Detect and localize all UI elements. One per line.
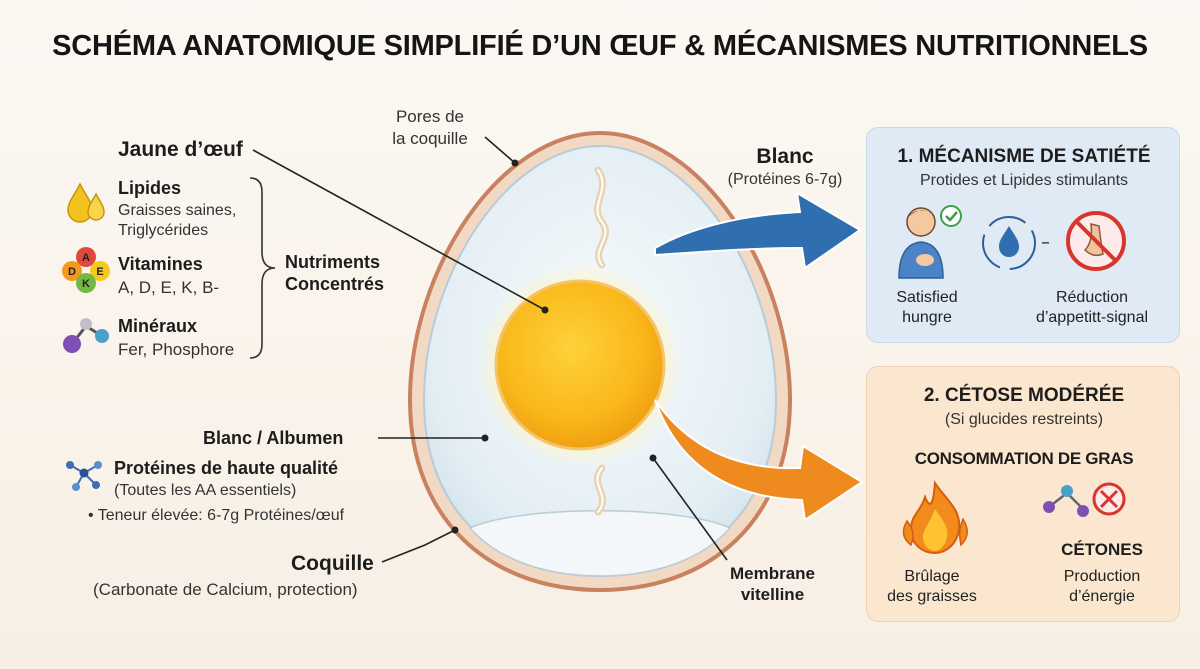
satisfied-person-icon: [898, 205, 962, 279]
molecule-icon: [63, 318, 109, 353]
lipides-desc-1: Graisses saines,: [118, 202, 237, 219]
satiety-sub: Protides et Lipides stimulants: [919, 172, 1129, 189]
ketosis-sub: (Si glucides restreints): [944, 411, 1104, 428]
air-cell: [468, 510, 732, 577]
page-title: SCHÉMA ANATOMIQUE SIMPLIFIÉ D’UN ŒUF & M…: [52, 30, 1148, 62]
coquille-sub: (Carbonate de Calcium, protection): [93, 580, 358, 599]
vitamin-letter-a: A: [82, 252, 90, 264]
fat-consumption-heading: CONSOMMATION DE GRAS: [914, 449, 1134, 468]
vitamin-letter-k: K: [82, 278, 90, 290]
proteines-sub: (Toutes les AA essentiels): [114, 482, 297, 499]
energy-label-1: Production: [1063, 568, 1141, 585]
flame-icon: [902, 480, 968, 555]
vitamin-letter-e: E: [96, 266, 103, 278]
blanc-label: Blanc (Protéines 6-7g): [715, 145, 855, 189]
pores-label: Pores de la coquille: [375, 106, 485, 150]
energy-label: Production d’énergie: [1017, 567, 1187, 607]
blue-arrow: [654, 191, 862, 270]
ketone-molecule-icon: [1043, 482, 1126, 517]
nutriments-label-1: Nutriments: [285, 252, 381, 272]
vitamines-title: Vitamines: [118, 254, 203, 274]
leader-yolk: [252, 149, 546, 311]
leader-coquille: [381, 529, 456, 563]
coquille-title: Coquille: [291, 552, 374, 575]
pores-label-1: Pores de: [395, 107, 465, 126]
blanc-title: Blanc: [756, 145, 814, 168]
membrane-label-2: vitelline: [740, 585, 805, 604]
vitamins-icon: A D E K: [62, 247, 110, 293]
fat-burning-label: Brûlage des graisses: [867, 567, 997, 607]
albumen-title: Blanc / Albumen: [203, 428, 344, 448]
vitamin-letter-d: D: [68, 266, 76, 278]
ketosis-panel: 2. CÉTOSE MODÉRÉE (Si glucides restreint…: [866, 366, 1180, 622]
orange-arrow: [654, 399, 864, 522]
reduction-label-2: d’appetitt-signal: [1035, 309, 1149, 326]
satisfied-label-1: Satisfied: [896, 289, 958, 306]
lipides-title: Lipides: [118, 178, 182, 198]
membrane-label: Membrane vitelline: [710, 563, 835, 605]
teneur-text: • Teneur élevée: 6-7g Protéines/œuf: [88, 507, 345, 524]
oil-drops-icon: [67, 182, 105, 223]
lipides-desc-2: Triglycérides: [118, 222, 209, 239]
brace: [249, 177, 276, 359]
ketosis-title: 2. CÉTOSE MODÉRÉE: [923, 385, 1125, 406]
satisfied-label-2: hungre: [902, 309, 952, 326]
svg-text:→: →: [1041, 233, 1049, 252]
membrane-label-1: Membrane: [729, 564, 816, 583]
blanc-sub: (Protéines 6-7g): [727, 171, 843, 188]
energy-label-2: d’énergie: [1069, 588, 1135, 605]
mineraux-desc: Fer, Phosphore: [118, 340, 235, 359]
protein-molecule-icon: [66, 461, 102, 491]
pores-label-2: la coquille: [392, 129, 468, 148]
reduction-label: Réduction d’appetitt-signal: [1007, 288, 1177, 328]
mineraux-title: Minéraux: [118, 316, 198, 336]
satiety-panel: 1. MÉCANISME DE SATIÉTÉ Protides et Lipi…: [866, 127, 1180, 343]
no-smell-icon: [1066, 211, 1126, 271]
yolk-title: Jaune d’œuf: [118, 138, 243, 161]
satiety-title: 1. MÉCANISME DE SATIÉTÉ: [897, 146, 1151, 167]
appetite-cycle-icon: →: [982, 216, 1049, 270]
reduction-label-1: Réduction: [1055, 289, 1129, 306]
fat-burning-label-2: des graisses: [887, 588, 977, 605]
leader-membrane: [652, 457, 728, 561]
satisfied-label: Satisfied hungre: [867, 288, 987, 328]
nutriments-label-2: Concentrés: [285, 274, 385, 294]
leader-pores: [484, 136, 516, 164]
vitamines-desc: A, D, E, K, B-: [118, 278, 220, 297]
cetones-label: CÉTONES: [1061, 540, 1143, 559]
proteines-title: Protéines de haute qualité: [114, 458, 339, 478]
yolk: [494, 279, 666, 451]
fat-burning-label-1: Brûlage: [904, 568, 960, 585]
